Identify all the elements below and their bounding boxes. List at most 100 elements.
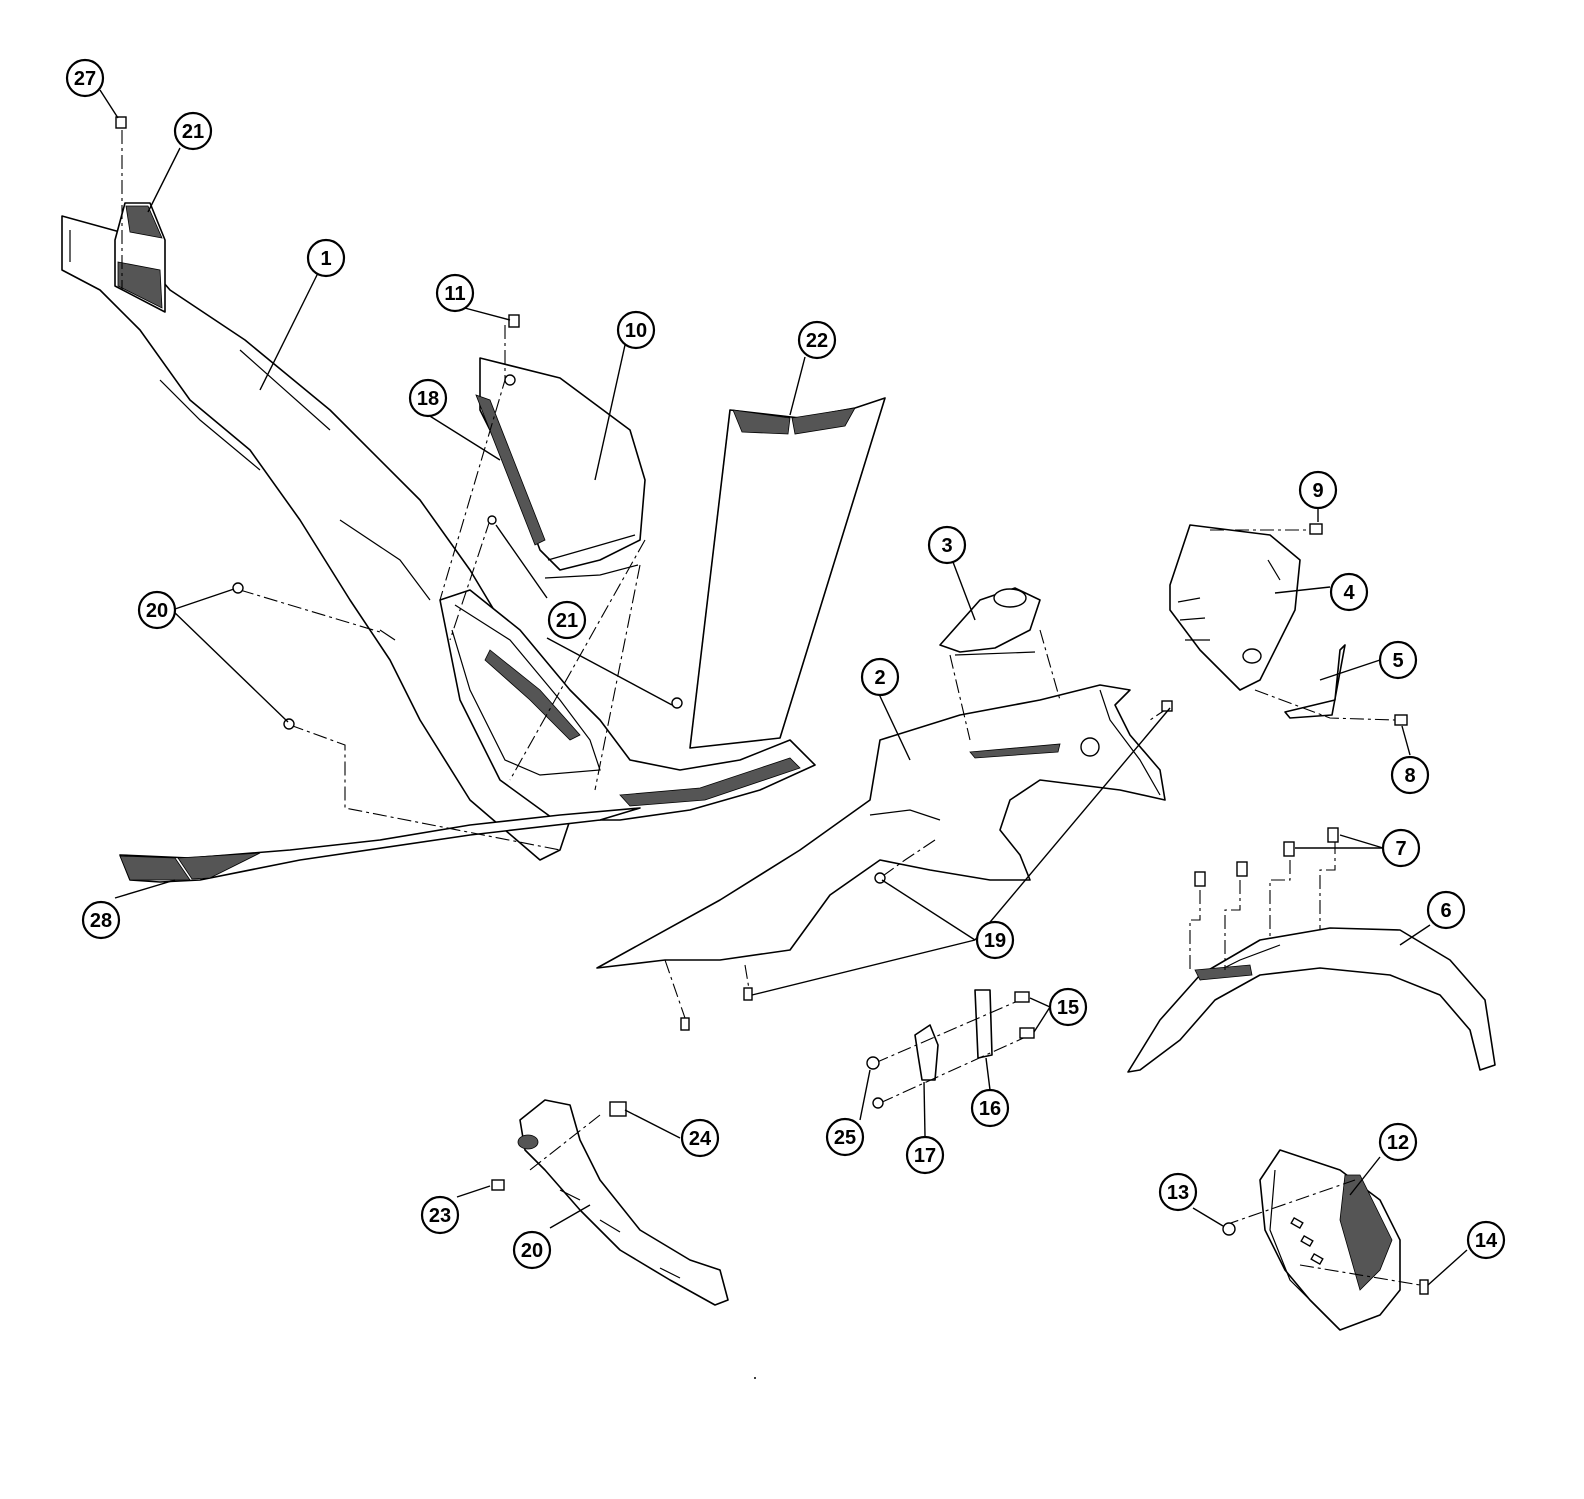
part-4-side-box	[1169, 524, 1301, 691]
leader-lines	[99, 89, 1468, 1286]
svg-text:24: 24	[689, 1128, 712, 1150]
callout-1: 1	[306, 238, 346, 278]
callout-24: 23	[420, 1195, 460, 1235]
bolt-7d-icon	[1327, 827, 1339, 843]
svg-text:12: 12	[1387, 1132, 1409, 1154]
part-10-inner-cover	[475, 357, 646, 579]
nut-21-icon	[232, 582, 244, 594]
svg-text:11: 11	[444, 283, 465, 305]
svg-text:22: 22	[806, 330, 828, 352]
callouts: 27 21 1 11 10 22 18 20 21 3 2 9 4 5 8 7 …	[65, 58, 1506, 1270]
svg-text:21: 21	[556, 610, 578, 632]
part-12-disc-guard	[1259, 1149, 1401, 1331]
callout-13: 13	[1158, 1172, 1198, 1212]
callout-18: 18	[408, 378, 448, 418]
callout-3: 3	[927, 525, 967, 565]
svg-text:10: 10	[625, 320, 647, 342]
part-28-lower-strip	[119, 807, 641, 883]
callout-21-center: 21	[547, 600, 587, 640]
callout-11: 11	[435, 273, 475, 313]
clip-25-icon	[609, 1101, 627, 1117]
screw-14-icon	[1419, 1279, 1429, 1295]
part-16-bracket	[974, 989, 993, 1059]
nut-26b-icon	[872, 1097, 884, 1109]
screw-8-icon	[1394, 714, 1408, 726]
svg-text:4: 4	[1343, 582, 1355, 604]
screw-11-icon	[508, 314, 520, 328]
svg-text:8: 8	[1404, 765, 1415, 787]
nut-26a-icon	[866, 1056, 880, 1070]
screw-24-icon	[491, 1179, 505, 1191]
svg-text:14: 14	[1475, 1230, 1498, 1252]
callout-26: 25	[825, 1117, 865, 1157]
callout-21-left: 20	[137, 590, 177, 630]
assembly-lines	[121, 130, 1421, 1286]
part-22-tip-piece	[114, 202, 166, 313]
svg-text:28: 28	[90, 910, 112, 932]
svg-text:13: 13	[1167, 1182, 1189, 1204]
bolt-7a-icon	[1194, 871, 1206, 887]
callout-5: 5	[1378, 640, 1418, 680]
callout-2: 2	[860, 657, 900, 697]
callout-10: 10	[616, 310, 656, 350]
bolt-19a-icon	[1161, 700, 1173, 712]
part-5-small-bracket	[1284, 644, 1346, 719]
svg-text:18: 18	[417, 388, 439, 410]
svg-text:9: 9	[1312, 480, 1323, 502]
svg-text:20: 20	[521, 1240, 543, 1262]
svg-text:3: 3	[941, 535, 952, 557]
svg-text:19: 19	[984, 930, 1006, 952]
fasteners	[115, 116, 1429, 1295]
svg-text:1: 1	[320, 248, 331, 270]
callout-17: 17	[905, 1135, 945, 1175]
callout-15: 15	[1048, 987, 1088, 1027]
svg-text:23: 23	[429, 1205, 451, 1227]
screw-27-icon	[115, 116, 127, 129]
svg-text:2: 2	[874, 667, 885, 689]
callout-4: 4	[1329, 572, 1369, 612]
bolt-7c-icon	[1283, 841, 1295, 857]
svg-text:15: 15	[1057, 997, 1079, 1019]
nut-21c-icon	[487, 515, 497, 525]
callout-19: 19	[975, 920, 1015, 960]
bolt-15b-icon	[1019, 1027, 1035, 1039]
part-23-tall-cover	[689, 397, 886, 749]
svg-text:16: 16	[979, 1098, 1001, 1120]
part-3-filler-neck	[939, 587, 1041, 656]
bolt-15a-icon	[1014, 991, 1030, 1003]
callout-23: 22	[797, 320, 837, 360]
part-20-hose-guard	[517, 1099, 729, 1306]
stray-mark	[754, 1377, 756, 1379]
part-2-center-side-panel	[596, 684, 1166, 969]
svg-text:25: 25	[834, 1127, 856, 1149]
svg-text:21: 21	[182, 121, 204, 143]
svg-text:17: 17	[914, 1145, 936, 1167]
bolt-19c-icon	[743, 987, 753, 1001]
screw-9-icon	[1309, 523, 1323, 535]
svg-text:27: 27	[74, 68, 96, 90]
callout-6: 6	[1426, 890, 1466, 930]
part-1-inner-frame	[439, 589, 816, 821]
nut-13-icon	[1222, 1222, 1236, 1236]
callout-16: 16	[970, 1088, 1010, 1128]
svg-text:5: 5	[1392, 650, 1403, 672]
bolt-19d-icon	[680, 1017, 690, 1031]
svg-text:20: 20	[146, 600, 168, 622]
callout-22: 21	[173, 111, 213, 151]
callout-8: 8	[1390, 755, 1430, 795]
callout-12: 12	[1378, 1122, 1418, 1162]
callout-9: 9	[1298, 470, 1338, 510]
svg-text:7: 7	[1395, 838, 1406, 860]
callout-28: 28	[81, 900, 121, 940]
part-17-bracket	[914, 1024, 939, 1081]
nut-21d-icon	[671, 697, 683, 709]
callout-14: 14	[1466, 1220, 1506, 1260]
part-6-front-fender	[1127, 927, 1496, 1073]
callout-20: 20	[512, 1230, 552, 1270]
svg-text:6: 6	[1440, 900, 1451, 922]
bolt-7b-icon	[1236, 861, 1248, 877]
part-1-main-side-panel	[61, 215, 581, 861]
callout-25: 24	[680, 1118, 720, 1158]
callout-27: 27	[65, 58, 105, 98]
